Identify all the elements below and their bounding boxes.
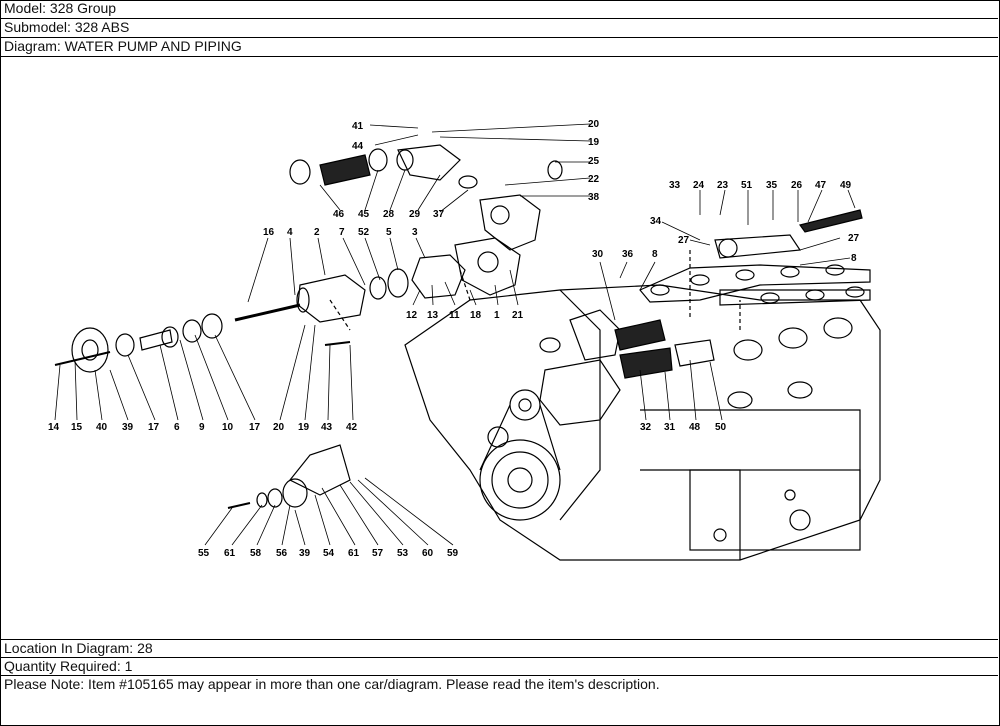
callout-11: 11 [449, 310, 460, 321]
callout-39b: 39 [299, 548, 311, 559]
callout-21: 21 [512, 310, 524, 321]
callout-19b: 19 [298, 422, 310, 433]
callout-24: 24 [693, 180, 705, 191]
callout-35: 35 [766, 180, 778, 191]
callout-53: 53 [397, 548, 409, 559]
callout-20: 20 [588, 119, 600, 130]
callout-30: 30 [592, 249, 604, 260]
callout-61b: 61 [348, 548, 360, 559]
callout-19: 19 [588, 137, 600, 148]
please-note: Please Note: Item #105165 may appear in … [4, 676, 660, 692]
diagram-title: Diagram: WATER PUMP AND PIPING [0, 38, 998, 57]
callout-40: 40 [96, 422, 108, 433]
callout-9: 9 [199, 422, 205, 433]
submodel-label: Submodel: 328 ABS [0, 19, 998, 38]
callout-60: 60 [422, 548, 434, 559]
callout-20b: 20 [273, 422, 285, 433]
callout-36: 36 [622, 249, 634, 260]
callout-32: 32 [640, 422, 652, 433]
quantity-required: Quantity Required: 1 [0, 658, 998, 676]
engine-block-illustration [329, 209, 881, 561]
callout-41: 41 [352, 121, 364, 132]
callout-45: 45 [358, 209, 370, 220]
callout-10: 10 [222, 422, 234, 433]
callout-34: 34 [650, 216, 662, 227]
callout-38: 38 [588, 192, 600, 203]
callout-42: 42 [346, 422, 358, 433]
callout-46: 46 [333, 209, 345, 220]
callout-26: 26 [791, 180, 803, 191]
callout-27: 27 [678, 235, 690, 246]
callout-59: 59 [447, 548, 459, 559]
callout-3: 3 [412, 227, 418, 238]
callout-17b: 17 [249, 422, 261, 433]
callout-25: 25 [588, 156, 600, 167]
exploded-parts-diagram: 41 20 44 19 25 22 38 46 45 28 29 37 33 2… [0, 57, 998, 640]
callout-22: 22 [588, 174, 600, 185]
callout-57: 57 [372, 548, 384, 559]
callout-13: 13 [427, 310, 439, 321]
callout-43: 43 [321, 422, 333, 433]
callout-14: 14 [48, 422, 60, 433]
callout-4: 4 [287, 227, 293, 238]
callout-33: 33 [669, 180, 681, 191]
callout-8: 8 [851, 253, 857, 264]
callout-31: 31 [664, 422, 676, 433]
callout-52: 52 [358, 227, 370, 238]
callout-55: 55 [198, 548, 210, 559]
callout-15: 15 [71, 422, 83, 433]
callout-54: 54 [323, 548, 335, 559]
callout-28: 28 [383, 209, 395, 220]
callout-18: 18 [470, 310, 482, 321]
location-in-diagram: Location In Diagram: 28 [0, 640, 998, 658]
callout-7: 7 [339, 227, 345, 238]
callout-16: 16 [263, 227, 275, 238]
callout-50: 50 [715, 422, 727, 433]
callout-61: 61 [224, 548, 236, 559]
callout-2: 2 [314, 227, 320, 238]
callout-8b: 8 [652, 249, 658, 260]
callout-5: 5 [386, 227, 392, 238]
callout-37: 37 [433, 209, 445, 220]
callout-39: 39 [122, 422, 134, 433]
callout-17: 17 [148, 422, 160, 433]
callout-27b: 27 [848, 233, 860, 244]
callout-48: 48 [689, 422, 701, 433]
callout-49: 49 [840, 180, 852, 191]
callout-12: 12 [406, 310, 418, 321]
exploded-parts-illustration [54, 144, 563, 509]
callout-56: 56 [276, 548, 288, 559]
callout-29: 29 [409, 209, 421, 220]
callout-1: 1 [494, 310, 500, 321]
diagram-drawing: 41 20 44 19 25 22 38 46 45 28 29 37 33 2… [48, 119, 881, 561]
model-label: Model: 328 Group [0, 0, 998, 19]
callout-51: 51 [741, 180, 753, 191]
callout-23: 23 [717, 180, 729, 191]
callout-6: 6 [174, 422, 180, 433]
part-callout-numbers: 41 20 44 19 25 22 38 46 45 28 29 37 33 2… [48, 119, 860, 559]
callout-58: 58 [250, 548, 262, 559]
leader-lines [54, 123, 856, 546]
callout-47: 47 [815, 180, 827, 191]
callout-44: 44 [352, 141, 364, 152]
